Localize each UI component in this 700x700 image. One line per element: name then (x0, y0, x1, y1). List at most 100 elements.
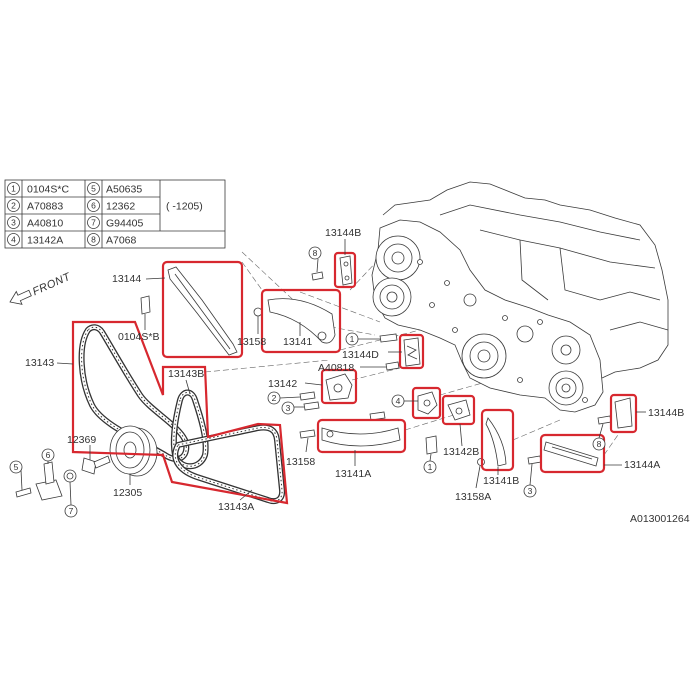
label-crank-bolt: 12369 (67, 434, 96, 446)
callout-circle: 5 (9, 460, 23, 474)
bolt-a40818 (385, 361, 400, 371)
label-bolt-lever-b: 13158A (455, 491, 491, 503)
label-chain-b: 13143B (168, 368, 204, 380)
callout-circle: 7 (64, 504, 78, 518)
highlight-boxes (71, 251, 638, 505)
leader-lines (20, 239, 646, 506)
callout-circle: 2 (267, 391, 281, 405)
chain-guide-b-right (614, 397, 633, 429)
legend-table: 1 0104S*C 5 A50635 2 A70883 6 12362 3 A4… (4, 179, 226, 249)
svg-text:4: 4 (396, 396, 401, 406)
label-lever-left: 13141 (283, 336, 312, 348)
label-guide-b-top: 13144B (325, 227, 361, 239)
bolt-center (425, 435, 438, 455)
reference-code: A013001264 (630, 513, 690, 525)
bolt-guide-b-top (311, 271, 324, 281)
idler (516, 325, 534, 343)
front-label: FRONT (31, 271, 73, 299)
bolt-guide-b-right (597, 415, 612, 425)
svg-text:3: 3 (528, 486, 533, 496)
label-crank-pulley: 12305 (113, 487, 142, 499)
legend-part-b-2: 12362 (106, 201, 135, 213)
svg-text:2: 2 (11, 201, 16, 211)
label-guide-d: 13144D (342, 349, 379, 361)
bolt-tensioner-left-lower (303, 401, 320, 411)
label-bolt-lever-a: 13158 (286, 456, 315, 468)
crank-bolt (81, 455, 111, 475)
legend-part-a-4: 13142A (27, 235, 63, 247)
bolt-holes (417, 259, 588, 403)
legend-num-b-2: 6 (87, 199, 100, 212)
sensor-bracket (35, 461, 63, 501)
bolt-guide-d (379, 333, 398, 343)
timing-chain-a (172, 424, 286, 505)
timing-chain-main (78, 324, 190, 462)
callout-numbers: 8 1 2 3 4 5 6 7 1 3 8 (9, 246, 606, 518)
label-bolt-a40818: A40818 (318, 362, 354, 374)
label-chain-a: 13143A (218, 501, 254, 513)
callout-circle: 4 (391, 394, 405, 408)
svg-text:5: 5 (14, 462, 19, 472)
callout-circle: 1 (345, 332, 359, 346)
cam-sprocket-right-upper (551, 335, 581, 365)
callout-circle: 1 (423, 460, 437, 474)
legend-num-b-3: 7 (87, 216, 100, 229)
svg-text:1: 1 (428, 462, 433, 472)
legend-part-b-3: G94405 (106, 218, 144, 230)
svg-text:5: 5 (91, 184, 96, 194)
boss (463, 293, 477, 307)
label-lever-b: 13141B (483, 475, 519, 487)
bolt-upper-left (140, 295, 151, 315)
legend-note: ( -1205) (166, 201, 203, 213)
crank-pulley (109, 425, 158, 477)
front-direction: FRONT (9, 271, 73, 305)
chain-guide-b-top (339, 255, 353, 286)
legend-part-b-1: A50635 (106, 184, 142, 196)
washer (63, 469, 77, 483)
front-cover (371, 219, 604, 413)
chain-guide-d (403, 337, 421, 367)
legend-num-a-2: 2 (7, 199, 20, 212)
label-lever-a: 13141A (335, 468, 371, 480)
svg-text:6: 6 (91, 201, 96, 211)
svg-text:3: 3 (286, 403, 291, 413)
svg-text:7: 7 (91, 218, 96, 228)
callout-circle: 8 (592, 437, 606, 451)
svg-text:8: 8 (597, 439, 602, 449)
bolt-lever-a-right (369, 411, 386, 421)
tensioner-lever-left (267, 298, 336, 344)
label-guide-a: 13144A (624, 459, 660, 471)
label-tensioner-b: 13142B (443, 446, 479, 458)
crank-sprocket (461, 333, 507, 379)
bolt-guide-a (527, 455, 542, 465)
cam-sprocket-lower (372, 277, 412, 317)
label-guide-left-long: 13144 (112, 273, 141, 285)
legend-part-a-2: A70883 (27, 201, 63, 213)
label-tensioner-left: 13142 (268, 378, 297, 390)
front-arrow-icon (9, 289, 32, 305)
svg-text:3: 3 (11, 218, 16, 228)
callout-circle: 6 (41, 448, 55, 462)
label-bolt-upper-left: 0104S*B (118, 331, 159, 343)
timing-chain-b (170, 389, 209, 470)
legend-part-b-4: A7068 (106, 235, 137, 247)
label-guide-b-right: 13144B (648, 407, 684, 419)
legend-part-a-1: 0104S*C (27, 184, 69, 196)
tensioner-lever-a (321, 427, 401, 447)
svg-text:7: 7 (69, 506, 74, 516)
svg-text:1: 1 (11, 184, 16, 194)
callout-circle: 3 (281, 401, 295, 415)
svg-text:8: 8 (313, 248, 318, 258)
chain-highlight-outline (71, 320, 289, 505)
svg-text:6: 6 (46, 450, 51, 460)
label-chain-main: 13143 (25, 357, 54, 369)
callout-circle: 3 (523, 484, 537, 498)
svg-text:2: 2 (272, 393, 277, 403)
legend-part-a-3: A40810 (27, 218, 63, 230)
legend-num-a-1: 1 (7, 182, 20, 195)
cam-sprocket-upper (375, 235, 421, 281)
legend-num-b-1: 5 (87, 182, 100, 195)
legend-num-a-4: 4 (7, 233, 20, 246)
bolt-lever-left (253, 307, 263, 317)
